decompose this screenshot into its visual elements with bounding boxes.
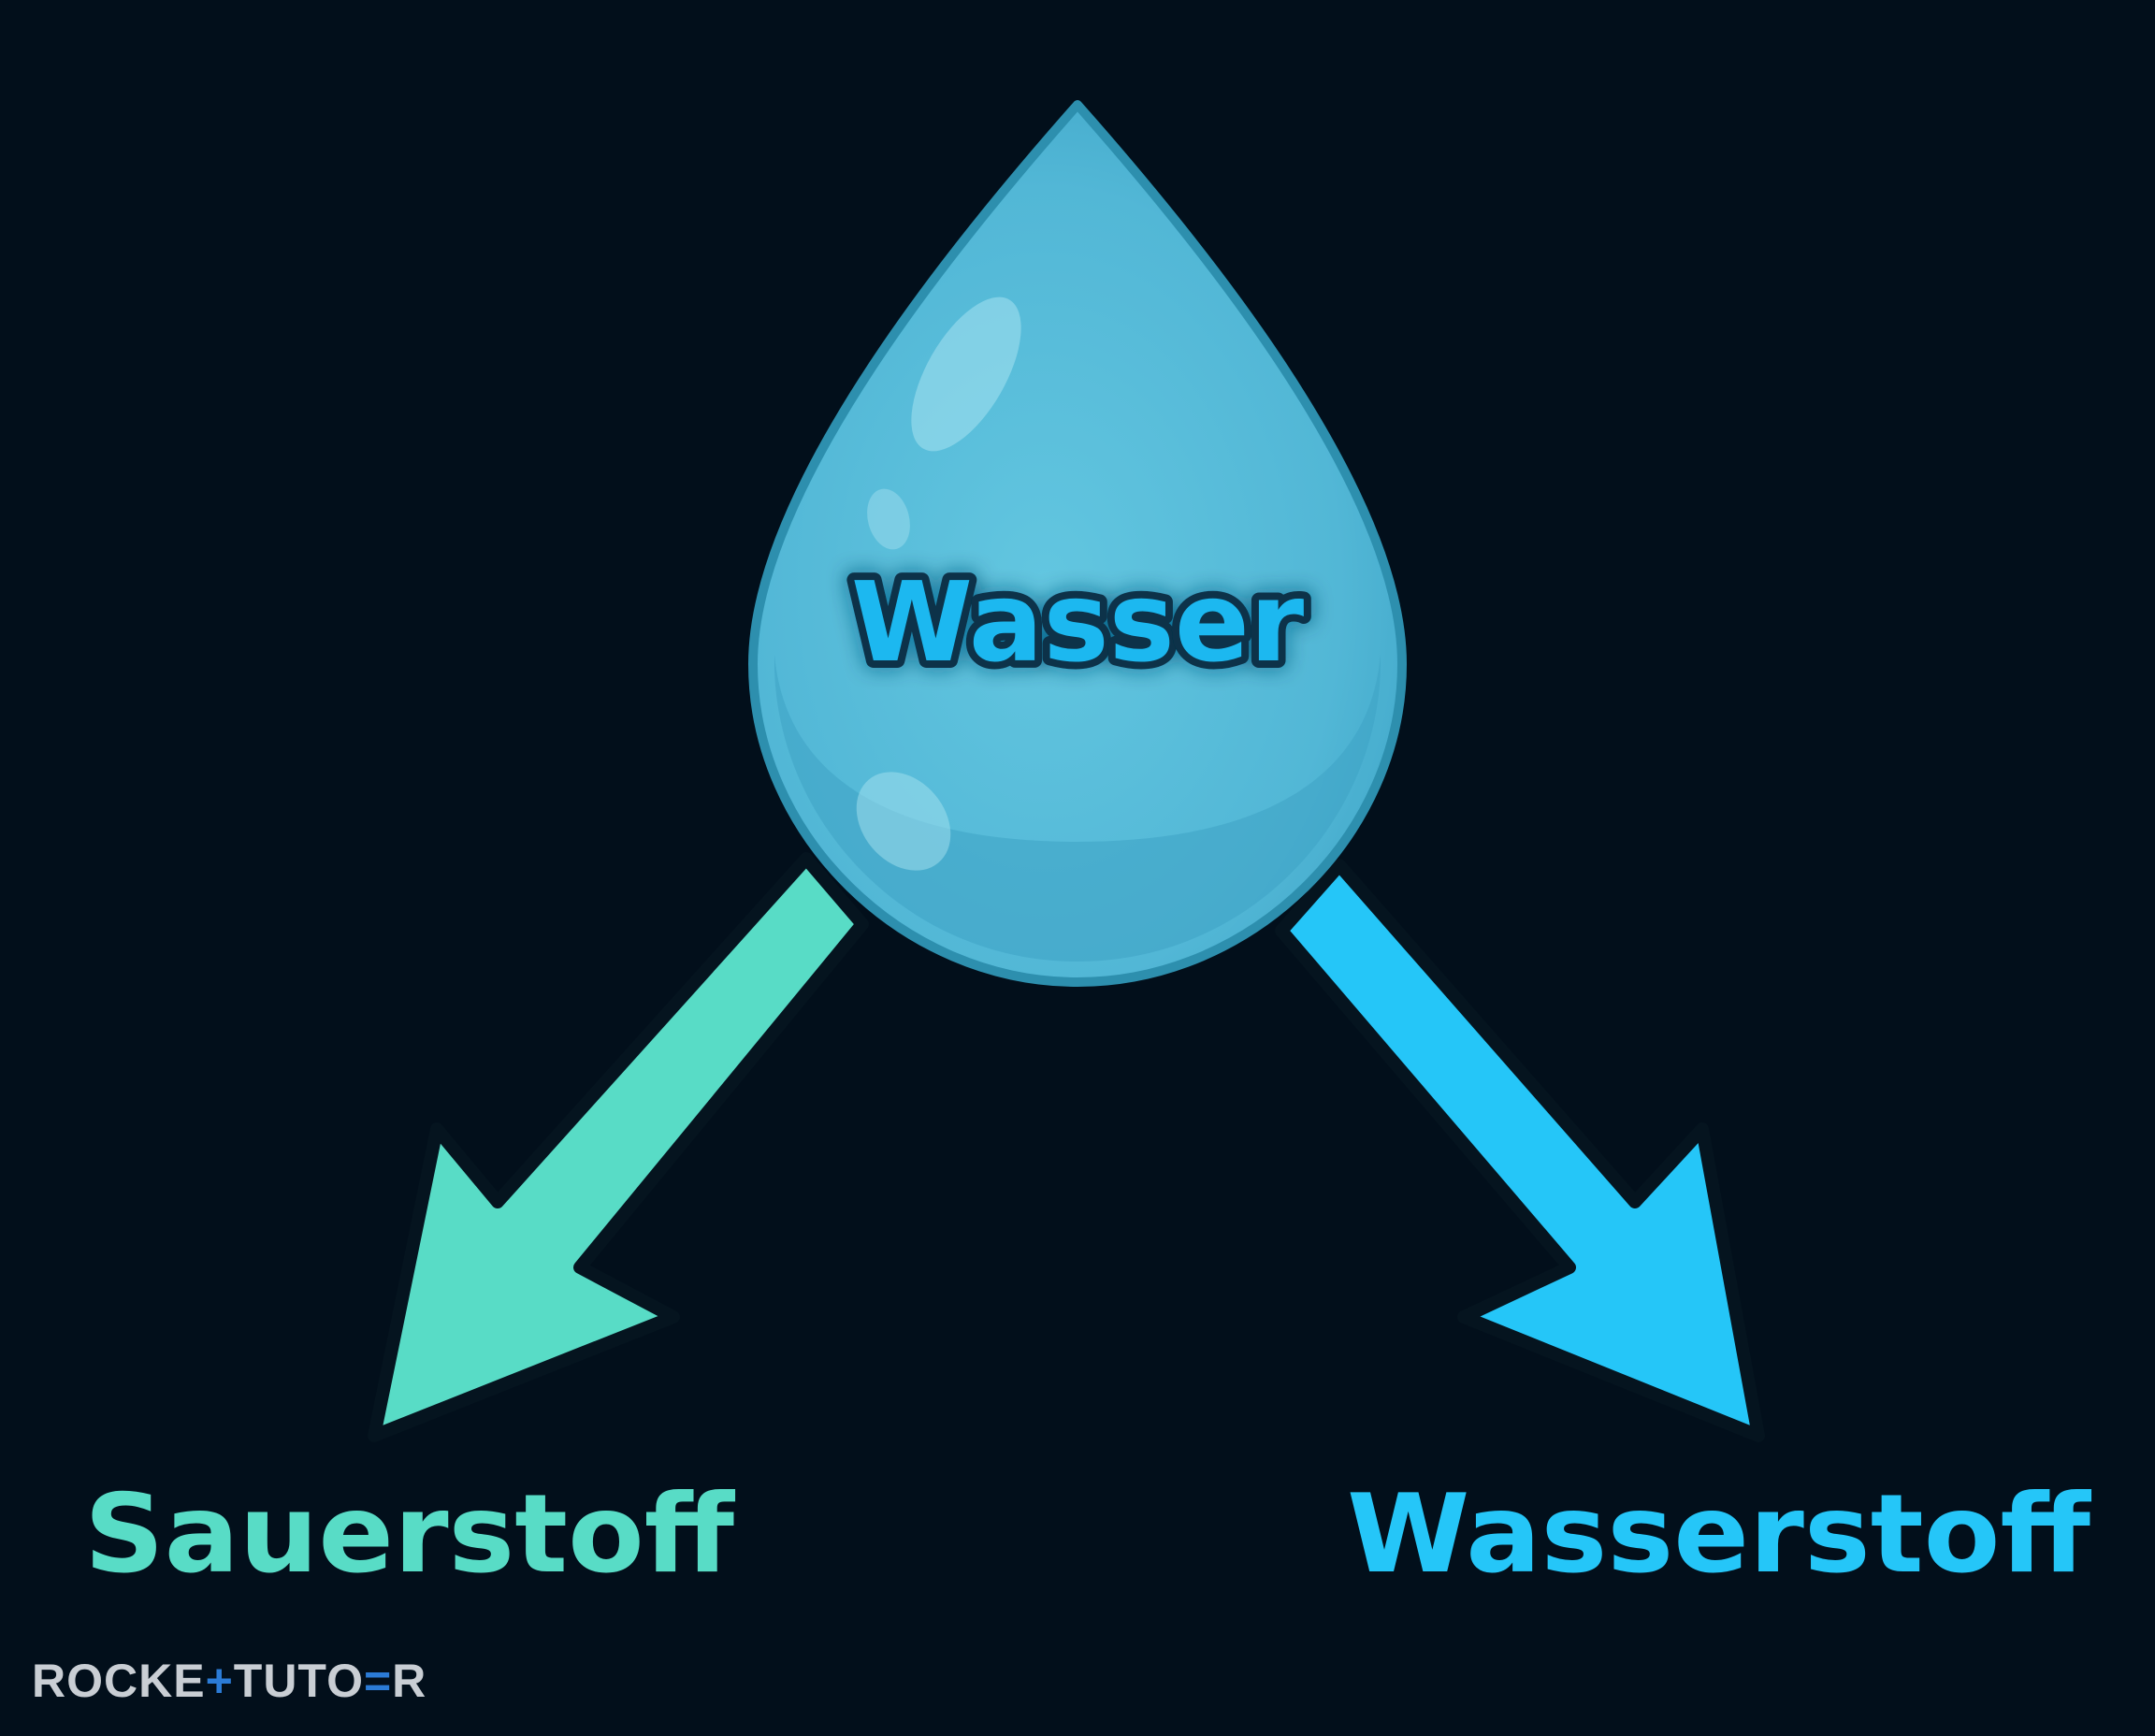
logo-plus-symbol: + — [205, 1655, 234, 1707]
brand-logo: ROCKE+TUTO=R — [32, 1657, 427, 1704]
drop-highlight — [867, 488, 910, 550]
drop-highlight — [911, 297, 1021, 452]
product-label-sauerstoff: Sauerstoff — [84, 1471, 735, 1598]
arrow-to-sauerstoff — [368, 852, 869, 1442]
logo-equals-symbol: = — [363, 1655, 393, 1707]
arrow-to-wasserstoff — [1275, 859, 1765, 1442]
water-drop-icon — [748, 100, 1407, 987]
product-label-wasserstoff: Wasserstoff — [1347, 1471, 2091, 1598]
logo-text: TUTO — [233, 1655, 364, 1707]
logo-text: ROCKE — [32, 1655, 206, 1707]
drop-highlight — [856, 772, 951, 871]
source-label: Wasser — [851, 557, 1304, 687]
logo-text: R — [392, 1655, 427, 1707]
